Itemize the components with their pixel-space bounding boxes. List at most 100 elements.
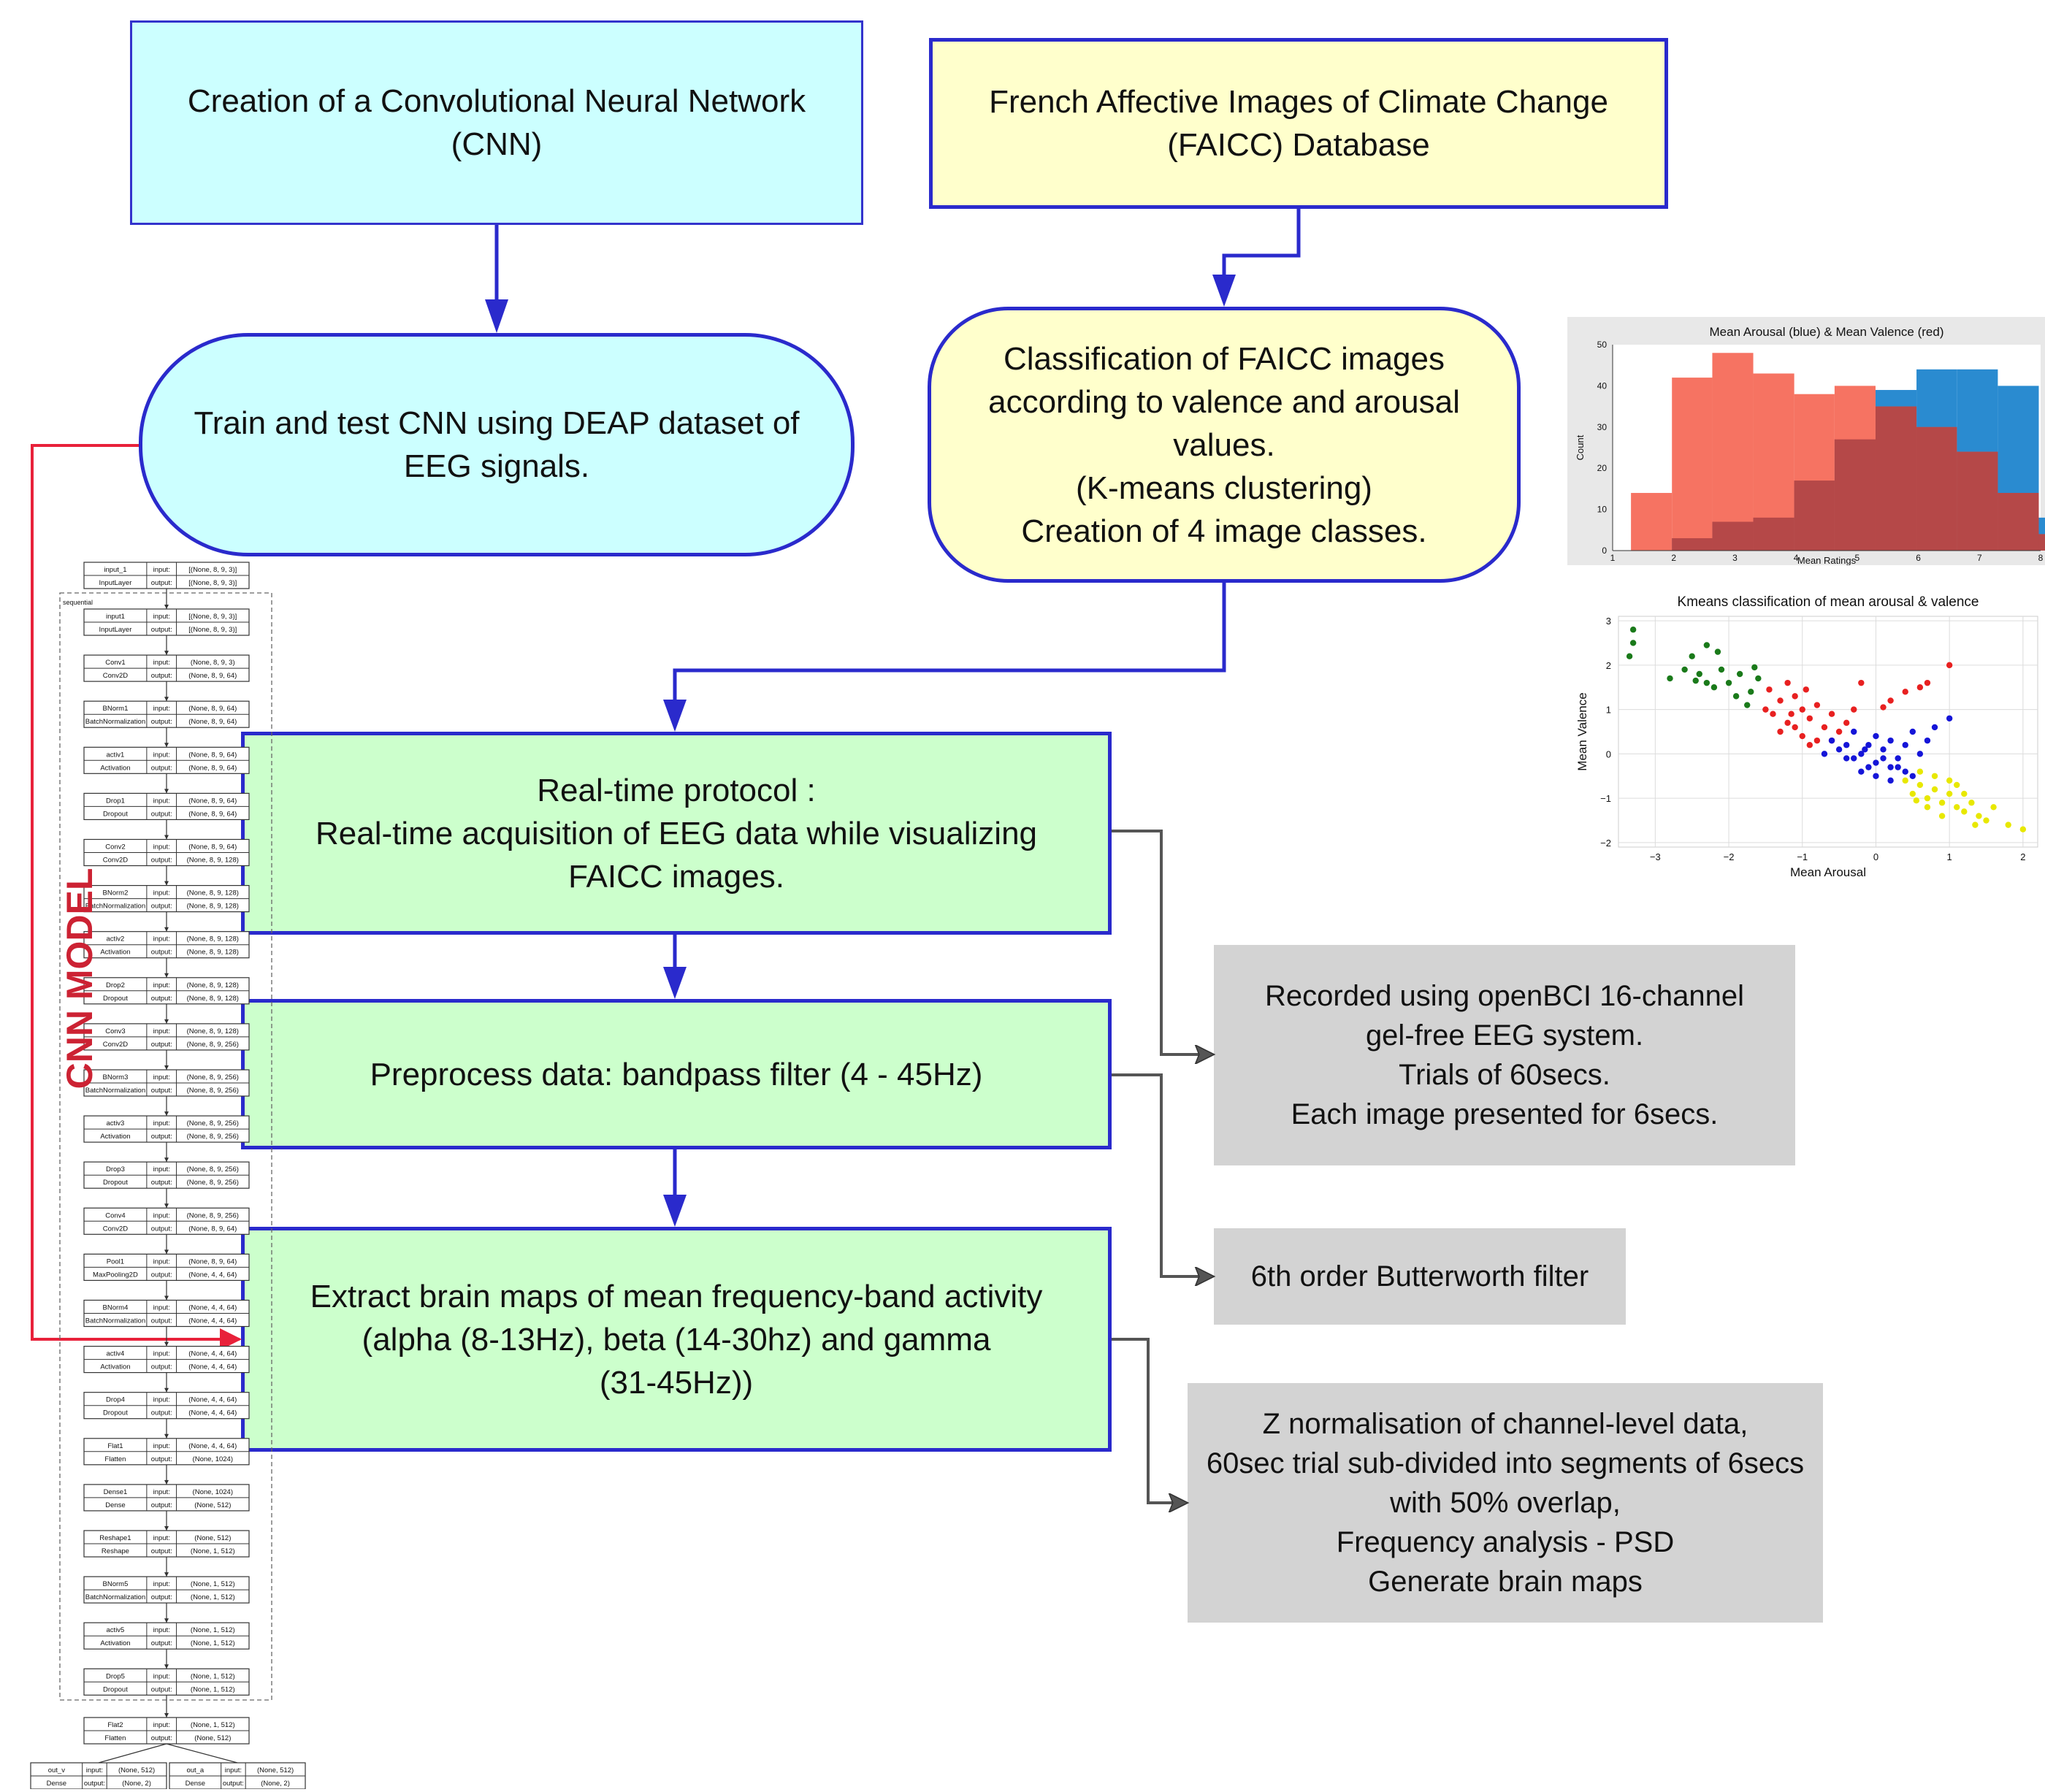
scatter-point (1909, 790, 1916, 797)
scatter-point (1909, 773, 1916, 779)
layer-type: Dropout (103, 1685, 128, 1693)
x-tick-label: 7 (1977, 553, 1982, 563)
layer-type: MaxPooling2D (93, 1271, 138, 1279)
layer-output-shape: (None, 8, 9, 256) (187, 1133, 239, 1141)
y-tick-label: 10 (1597, 505, 1608, 515)
layer-type: Dropout (103, 1179, 128, 1187)
layer-input-label: input: (153, 889, 170, 897)
layer-input-shape: (None, 1024) (193, 1488, 233, 1496)
layer-output-shape: (None, 2) (261, 1780, 290, 1788)
layer-connector-arrow (164, 1713, 169, 1718)
layer-connector-arrow (164, 1387, 169, 1393)
layer-name: Pool1 (107, 1257, 124, 1265)
scatter-point (1744, 702, 1751, 708)
y-tick-label: −1 (1600, 793, 1611, 804)
overlap-bar (2038, 534, 2045, 551)
overlap-bar (1834, 439, 1876, 551)
scatter-point (1784, 679, 1791, 686)
layer-connector-arrow (164, 1572, 169, 1577)
text-line: (alpha (8-13Hz), beta (14-30hz) and gamm… (362, 1321, 991, 1358)
layer-input-shape: (None, 8, 9, 64) (188, 1257, 237, 1265)
scatter-point (1703, 642, 1710, 648)
layer-input-shape: (None, 4, 4, 64) (188, 1304, 237, 1312)
butterworth-note: 6th order Butterworth filter (1214, 1228, 1626, 1325)
scatter-point (1626, 653, 1633, 659)
layer-input-label: input: (153, 566, 170, 574)
layer-output-shape: (None, 4, 4, 64) (188, 1409, 237, 1417)
scatter-point (2019, 826, 2027, 832)
x-tick-label: −2 (1724, 851, 1735, 862)
layer-name: BNorm3 (103, 1073, 129, 1081)
layer-output-shape: (None, 4, 4, 64) (188, 1363, 237, 1371)
layer-input-shape: (None, 1, 512) (191, 1672, 235, 1680)
layer-output-label: output: (151, 1639, 172, 1647)
scatter-point (1736, 670, 1743, 678)
layer-box: BNorm4BatchNormalizationinput:output:(No… (83, 1299, 250, 1328)
layer-input-label: input: (153, 1626, 170, 1634)
layer-output-shape: (None, 8, 9, 128) (187, 995, 239, 1003)
text-line: Generate brain maps (1368, 1566, 1643, 1598)
blue-arrow-realtime-to-preprocess (663, 935, 687, 999)
text-line: values. (1173, 426, 1275, 463)
layer-connector-arrow (164, 1618, 169, 1623)
scatter-point (1961, 790, 1968, 797)
layer-name: Conv4 (105, 1211, 125, 1219)
scatter-point (1880, 746, 1887, 753)
scatter-point (1835, 728, 1843, 735)
scatter-point (1902, 689, 1908, 695)
y-tick-label: 0 (1606, 748, 1611, 759)
layer-output-label: output: (151, 1087, 172, 1095)
y-axis-label: Count (1575, 434, 1586, 460)
scatter-point (1862, 746, 1868, 753)
layer-name: activ4 (107, 1350, 125, 1358)
scatter-point (1924, 737, 1931, 744)
scatter-point (1784, 719, 1791, 727)
layer-output-label: output: (151, 1179, 172, 1187)
scatter-point (1788, 711, 1794, 717)
blue-arrow-cnn-to-train (485, 225, 508, 333)
layer-connector-arrow (164, 1526, 169, 1531)
layer-name: Flat1 (107, 1442, 123, 1450)
text-line: Frequency analysis - PSD (1336, 1526, 1675, 1558)
layer-type: BatchNormalization (85, 1317, 145, 1325)
layer-input-shape: (None, 8, 9, 64) (188, 797, 237, 805)
scatter-point (1916, 751, 1924, 757)
layer-input-label: input: (153, 1580, 170, 1588)
layer-name: out_v (48, 1766, 65, 1774)
layer-output-label: output: (151, 810, 172, 818)
x-tick-label: 5 (1855, 553, 1860, 563)
scatter-point (1766, 686, 1773, 693)
layer-input-shape: (None, 4, 4, 64) (188, 1350, 237, 1358)
scatter-point (1895, 755, 1901, 762)
layer-input-label: input: (153, 1721, 170, 1729)
grey-connector-extract-to-normalisation (1112, 1338, 1186, 1503)
scatter-point (1976, 813, 1982, 819)
layer-input-shape: (None, 8, 9, 128) (187, 981, 239, 989)
x-axis-label: Mean Arousal (1790, 865, 1866, 879)
text-line: Real-time protocol : (537, 772, 816, 808)
layer-name: input1 (106, 613, 125, 621)
layer-input-shape: (None, 8, 9, 256) (187, 1119, 239, 1127)
layer-type: Dropout (103, 810, 128, 818)
layer-name: Dense1 (104, 1488, 128, 1496)
scatter-point (1803, 686, 1809, 693)
layer-output-label: output: (151, 857, 172, 865)
scatter-point (1755, 675, 1762, 682)
layer-output-shape: (None, 8, 9, 64) (188, 1225, 237, 1233)
layer-input-label: input: (153, 1165, 170, 1173)
layer-output-shape: (None, 1024) (193, 1455, 233, 1463)
grey-connector-realtime-to-recording (1112, 830, 1212, 1054)
scatter-point (1972, 822, 1979, 828)
layer-output-label: output: (151, 1363, 172, 1371)
text-line: Creation of a Convolutional Neural Netwo… (187, 83, 806, 119)
layer-name: Drop5 (106, 1672, 125, 1680)
layer-box: BNorm3BatchNormalizationinput:output:(No… (83, 1069, 250, 1097)
layer-name: BNorm4 (103, 1304, 129, 1312)
x-tick-label: 6 (1916, 553, 1921, 563)
scatter-point (1916, 768, 1924, 775)
text-line: Classification of FAICC images (1004, 340, 1445, 377)
